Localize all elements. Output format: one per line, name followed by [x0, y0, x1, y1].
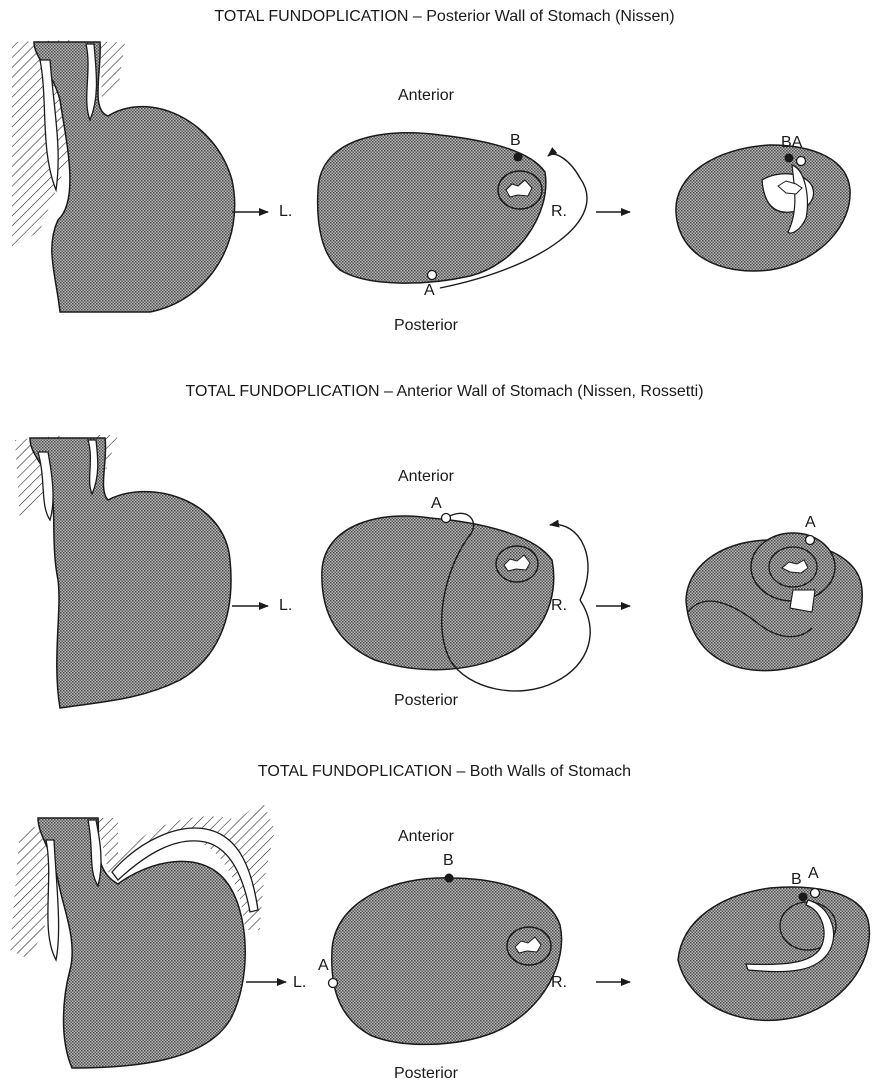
p2-middle-fundus	[322, 516, 554, 670]
p1-tissue-hatch-right	[100, 42, 125, 98]
panel-3-title: TOTAL FUNDOPLICATION – Both Walls of Sto…	[0, 763, 889, 781]
panel-2-point-a-label: A	[431, 496, 442, 512]
p3-point-a-marker	[329, 979, 338, 988]
panel-1-result-ba-label: BA	[781, 135, 802, 151]
p2-curved-arrow	[550, 525, 588, 600]
p2-result-gap	[790, 590, 815, 612]
panel-3-posterior-label: Posterior	[394, 1066, 458, 1082]
panel-3-left-label: L.	[293, 975, 306, 991]
p1-result-wrap	[676, 145, 850, 271]
p3-result-b-marker	[799, 893, 808, 902]
panel-1-point-a-label: A	[424, 283, 435, 299]
panel-1-title: TOTAL FUNDOPLICATION – Posterior Wall of…	[0, 8, 889, 26]
panel-3-result-a-label: A	[808, 866, 819, 882]
panel-3-anterior-label: Anterior	[398, 829, 454, 845]
panel-3-right-label: R.	[551, 975, 567, 991]
panel-1-anterior-label: Anterior	[398, 88, 454, 104]
panel-1-posterior-label: Posterior	[394, 318, 458, 334]
panel-3-result-b-label: B	[791, 872, 802, 888]
p3-point-b-marker	[445, 874, 454, 883]
p3-result-wrap	[678, 887, 869, 1020]
p1-result-b-marker	[785, 154, 794, 163]
panel-1-point-b-label: B	[510, 133, 521, 149]
p1-result-a-marker	[797, 157, 806, 166]
panel-3-point-a-label: A	[318, 958, 329, 974]
panel-1-right-label: R.	[551, 204, 567, 220]
panel-3-point-b-label: B	[443, 853, 454, 869]
p2-point-a-marker	[442, 514, 451, 523]
p3-result-a-marker	[811, 889, 820, 898]
p2-stomach-profile	[30, 438, 231, 708]
p1-point-a-marker	[428, 271, 437, 280]
p1-point-b-marker	[514, 153, 523, 162]
panel-2-title: TOTAL FUNDOPLICATION – Anterior Wall of …	[0, 383, 889, 401]
p2-result-a-marker	[806, 536, 815, 545]
panel-1-left-label: L.	[279, 204, 292, 220]
p1-stomach-profile	[34, 42, 235, 312]
panel-2-anterior-label: Anterior	[398, 469, 454, 485]
panel-2-left-label: L.	[279, 598, 292, 614]
panel-2-result-a-label: A	[805, 515, 816, 531]
panel-1-artwork	[12, 40, 850, 312]
panel-2-right-label: R.	[551, 598, 567, 614]
panel-2-posterior-label: Posterior	[394, 693, 458, 709]
